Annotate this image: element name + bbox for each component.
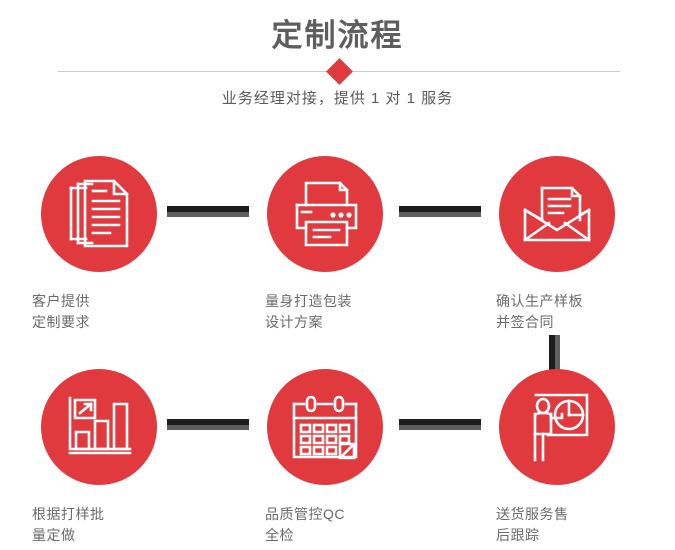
page-title: 定制流程 (271, 18, 404, 53)
step-5-label: 品质管控QC 全检 (265, 506, 345, 543)
connector-step4-to-step5 (167, 419, 249, 430)
printer-icon (289, 179, 361, 249)
connector-step3-to-step6 (549, 335, 560, 376)
step-1-label: 客户提供 定制要求 (32, 293, 90, 330)
step-1-circle[interactable] (41, 156, 157, 272)
step-6-label: 送货服务售 后跟踪 (496, 506, 569, 543)
step-4-label: 根据打样批 量定做 (32, 506, 105, 543)
connector-segment-dark (399, 419, 481, 425)
step-6-circle[interactable] (499, 369, 615, 485)
header: 定制流程 业务经理对接，提供 1 对 1 服务 (0, 0, 675, 130)
step-2-label: 量身打造包装 设计方案 (265, 293, 352, 330)
process-step-2[interactable]: 量身打造包装 设计方案 (240, 156, 410, 333)
process-step-4[interactable]: 根据打样批 量定做 (14, 369, 184, 546)
step-4-circle[interactable] (41, 369, 157, 485)
connector-segment-gray (399, 212, 481, 217)
connector-step5-to-step6 (399, 419, 481, 430)
envelope-document-icon (520, 182, 594, 246)
connector-segment-gray (167, 425, 249, 430)
process-step-1[interactable]: 客户提供 定制要求 (14, 156, 184, 333)
step-3-circle[interactable] (499, 156, 615, 272)
connector-step1-to-step2 (167, 206, 249, 217)
step-5-circle[interactable] (267, 369, 383, 485)
process-step-3[interactable]: 确认生产样板 并签合同 (472, 156, 642, 333)
connector-segment-gray (167, 212, 249, 217)
bar-chart-growth-icon (65, 396, 133, 458)
connector-step2-to-step3 (399, 206, 481, 217)
subtitle: 业务经理对接，提供 1 对 1 服务 (221, 90, 454, 107)
calendar-check-icon (290, 393, 360, 461)
step-2-circle[interactable] (267, 156, 383, 272)
connector-segment-dark (399, 206, 481, 212)
connector-segment-gray (555, 335, 560, 376)
connector-segment-dark (167, 206, 249, 212)
divider (58, 58, 620, 85)
process-step-5[interactable]: 品质管控QC 全检 (240, 369, 410, 546)
process-step-6[interactable]: 送货服务售 后跟踪 (472, 369, 642, 546)
connector-segment-dark (167, 419, 249, 425)
documents-stack-icon (66, 179, 132, 249)
connector-segment-gray (399, 425, 481, 430)
presenter-pie-chart-icon (522, 390, 592, 464)
connector-segment-dark (549, 335, 555, 376)
step-3-label: 确认生产样板 并签合同 (496, 293, 583, 330)
